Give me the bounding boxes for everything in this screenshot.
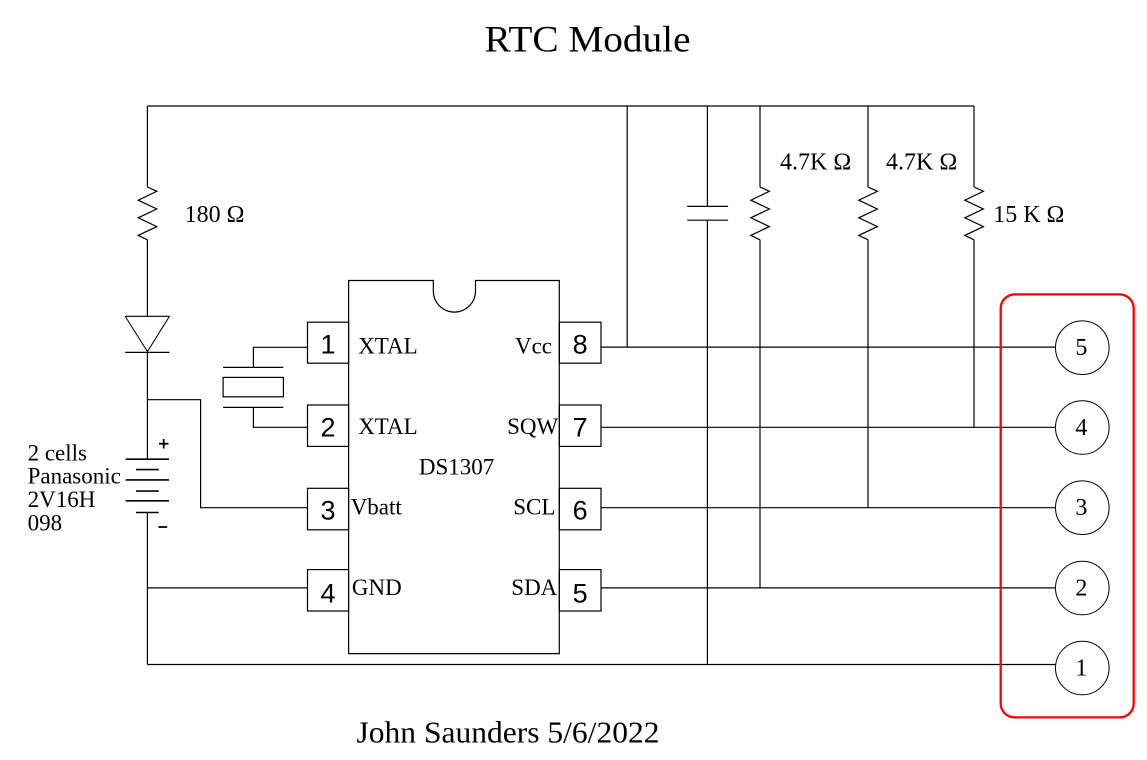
svg-text:2: 2: [320, 413, 335, 443]
svg-text:4: 4: [1075, 415, 1087, 441]
svg-text:John Saunders 5/6/2022: John Saunders 5/6/2022: [357, 714, 660, 749]
svg-text:5: 5: [1075, 335, 1087, 361]
svg-text:098: 098: [28, 510, 63, 535]
svg-text:Vbatt: Vbatt: [351, 495, 403, 520]
svg-text:2V16H: 2V16H: [28, 487, 96, 512]
svg-text:SQW: SQW: [507, 414, 558, 439]
svg-text:3: 3: [1075, 495, 1087, 521]
svg-text:2: 2: [1075, 576, 1087, 602]
svg-text:4: 4: [320, 578, 335, 608]
svg-text:7: 7: [573, 413, 588, 443]
svg-text:180 Ω: 180 Ω: [185, 202, 245, 228]
svg-text:4.7K Ω: 4.7K Ω: [886, 150, 957, 176]
svg-text:4.7K Ω: 4.7K Ω: [780, 150, 851, 176]
svg-text:1: 1: [1075, 656, 1087, 682]
svg-text:5: 5: [573, 578, 588, 608]
svg-text:SCL: SCL: [513, 495, 555, 520]
svg-text:2 cells: 2 cells: [28, 440, 87, 465]
svg-text:XTAL: XTAL: [358, 333, 417, 358]
svg-text:SDA: SDA: [511, 575, 557, 600]
svg-text:GND: GND: [352, 575, 402, 600]
svg-text:RTC Module: RTC Module: [485, 20, 691, 61]
svg-text:8: 8: [573, 329, 588, 359]
svg-text:Panasonic: Panasonic: [28, 464, 121, 489]
svg-text:XTAL: XTAL: [358, 414, 417, 439]
svg-text:3: 3: [320, 495, 335, 525]
svg-text:1: 1: [320, 329, 335, 359]
svg-text:15 K Ω: 15 K Ω: [993, 202, 1064, 228]
svg-text:DS1307: DS1307: [419, 455, 494, 480]
svg-text:6: 6: [573, 495, 588, 525]
svg-text:Vcc: Vcc: [515, 333, 552, 358]
